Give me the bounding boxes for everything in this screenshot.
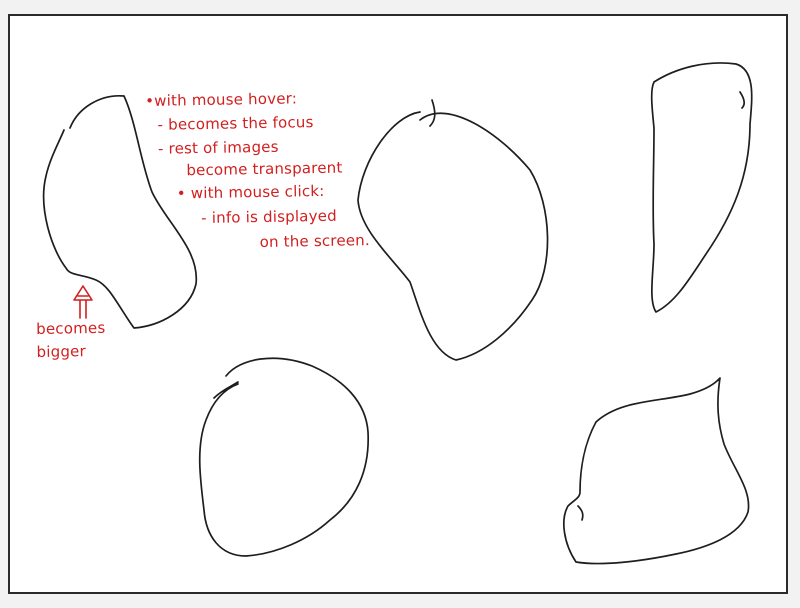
up-arrow-icon xyxy=(73,285,93,319)
annotation-line: - rest of images xyxy=(157,137,279,158)
image-shape-1[interactable] xyxy=(42,95,198,329)
annotation-line: - becomes the focus xyxy=(157,113,314,134)
annotation-line: •with mouse hover: xyxy=(145,89,298,110)
image-shape-4[interactable] xyxy=(198,357,370,557)
annotation-line: becomes xyxy=(36,318,106,338)
annotation-line: on the screen. xyxy=(259,231,371,252)
image-shape-5[interactable] xyxy=(563,377,750,565)
annotation-line: become transparent xyxy=(186,158,343,180)
image-shape-2[interactable] xyxy=(357,99,549,361)
image-shape-3[interactable] xyxy=(650,62,753,313)
annotation-line: bigger xyxy=(36,342,87,361)
hover-annotation: •with mouse hover: - becomes the focus -… xyxy=(145,88,370,254)
sketch-canvas-frame xyxy=(8,14,788,594)
annotation-line: - info is displayed xyxy=(201,206,338,228)
bigger-annotation: becomes bigger xyxy=(36,319,106,362)
annotation-line: • with mouse click: xyxy=(176,181,325,203)
